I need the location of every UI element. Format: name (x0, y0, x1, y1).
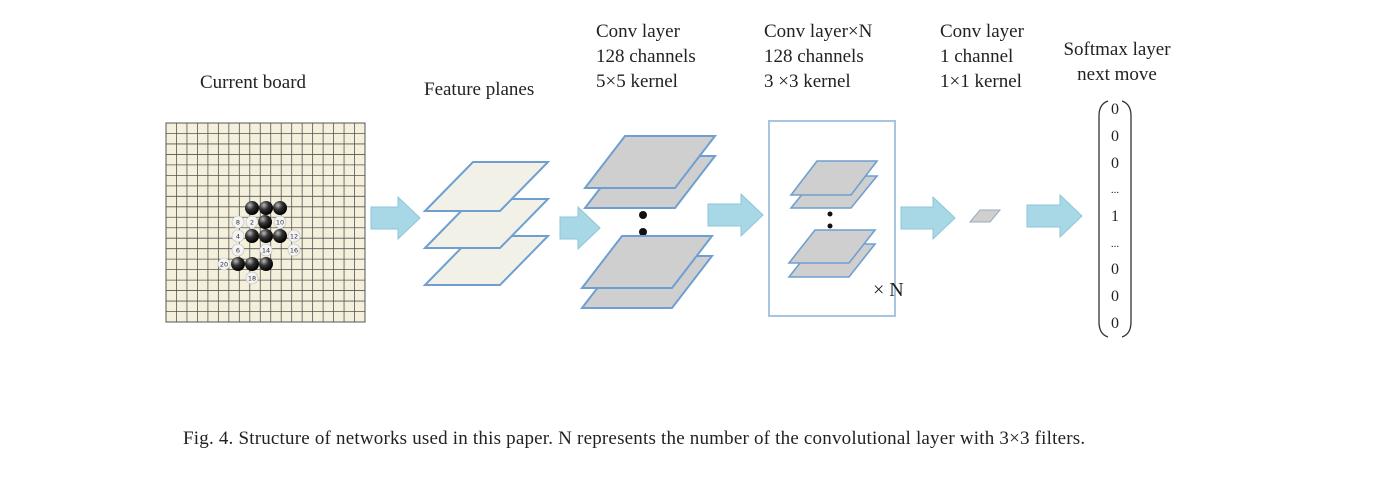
feature-planes (422, 161, 551, 286)
output-vector-entry: 0 (1111, 288, 1119, 305)
white-stone (245, 215, 259, 229)
output-vector-entry: ... (1110, 184, 1120, 196)
stone-number: 4 (236, 233, 240, 241)
arrows (370, 192, 1083, 251)
stone-number: 8 (236, 219, 240, 227)
black-stone (245, 201, 259, 215)
white-stone (231, 215, 245, 229)
conv1-line-3: 5×5 kernel (596, 71, 678, 92)
convn-line-2: 128 channels (764, 46, 864, 67)
board-stones: 8 2 10 4 12 6 14 16 20 18 (217, 201, 301, 285)
output-vector-entry: 0 (1111, 261, 1119, 278)
stone-number: 16 (290, 247, 298, 255)
stone-number: 14 (262, 247, 270, 255)
black-stone (273, 201, 287, 215)
conv-last-line-2: 1 channel (940, 46, 1014, 67)
output-vector: 0 0 0... 1... 0 0 0 (1098, 100, 1132, 336)
output-vector-brackets (1098, 100, 1132, 338)
output-vector-entry: 0 (1111, 155, 1119, 172)
black-stone (258, 215, 272, 229)
stone-number: 2 (250, 219, 254, 227)
output-vector-entry: 1 (1111, 208, 1119, 225)
white-stone (287, 243, 301, 257)
conv-layer-last-plane (968, 209, 1002, 223)
conv-last-line-1: Conv layer (940, 21, 1024, 42)
flow-arrow (900, 195, 956, 241)
black-stone (273, 229, 287, 243)
black-stone (259, 257, 273, 271)
flow-arrow (559, 205, 601, 251)
label-conv-layer-1: Conv layer 128 channels 5×5 kernel (596, 19, 696, 94)
black-stone (259, 229, 273, 243)
output-vector-entry: ... (1110, 238, 1120, 250)
stone-number: 18 (248, 275, 256, 283)
white-stone (273, 215, 287, 229)
conv1-line-1: Conv layer (596, 21, 680, 42)
black-stone (245, 229, 259, 243)
output-vector-entry: 0 (1111, 128, 1119, 145)
go-board: 8 2 10 4 12 6 14 16 20 18 (165, 122, 366, 323)
stone-number: 20 (220, 261, 228, 269)
label-conv-layer-last: Conv layer 1 channel 1×1 kernel (940, 19, 1024, 94)
white-stone (231, 229, 245, 243)
stone-number: 12 (290, 233, 298, 241)
output-vector-entry: 0 (1111, 315, 1119, 332)
repeat-marker: × N (873, 279, 904, 301)
output-vector-entry: 0 (1111, 101, 1119, 118)
label-conv-layer-n: Conv layer×N 128 channels 3 ×3 kernel (764, 19, 872, 94)
white-stone (217, 257, 231, 271)
label-softmax-layer: Softmax layer next move (1057, 37, 1177, 87)
conv-layer-n-block (768, 120, 896, 317)
figure-caption: Fig. 4. Structure of networks used in th… (183, 428, 1086, 449)
conv-layer-1-planes (579, 135, 718, 309)
conv-last-line-3: 1×1 kernel (940, 71, 1022, 92)
conv1-line-2: 128 channels (596, 46, 696, 67)
black-stone (259, 201, 273, 215)
convn-line-1: Conv layer×N (764, 21, 873, 42)
convn-line-3: 3 ×3 kernel (764, 71, 851, 92)
white-stone (245, 271, 259, 285)
white-stone (231, 243, 245, 257)
flow-arrow (370, 195, 421, 241)
stone-number: 10 (276, 219, 284, 227)
white-stone (287, 229, 301, 243)
flow-arrow (707, 192, 764, 238)
black-stone (245, 257, 259, 271)
softmax-line-1: Softmax layer (1063, 39, 1171, 60)
label-feature-planes: Feature planes (424, 79, 535, 100)
stone-number: 6 (236, 247, 240, 255)
label-current-board: Current board (200, 72, 307, 93)
flow-arrow (1026, 193, 1083, 239)
black-stone (231, 257, 245, 271)
softmax-line-2: next move (1077, 64, 1157, 85)
white-stone (259, 243, 273, 257)
